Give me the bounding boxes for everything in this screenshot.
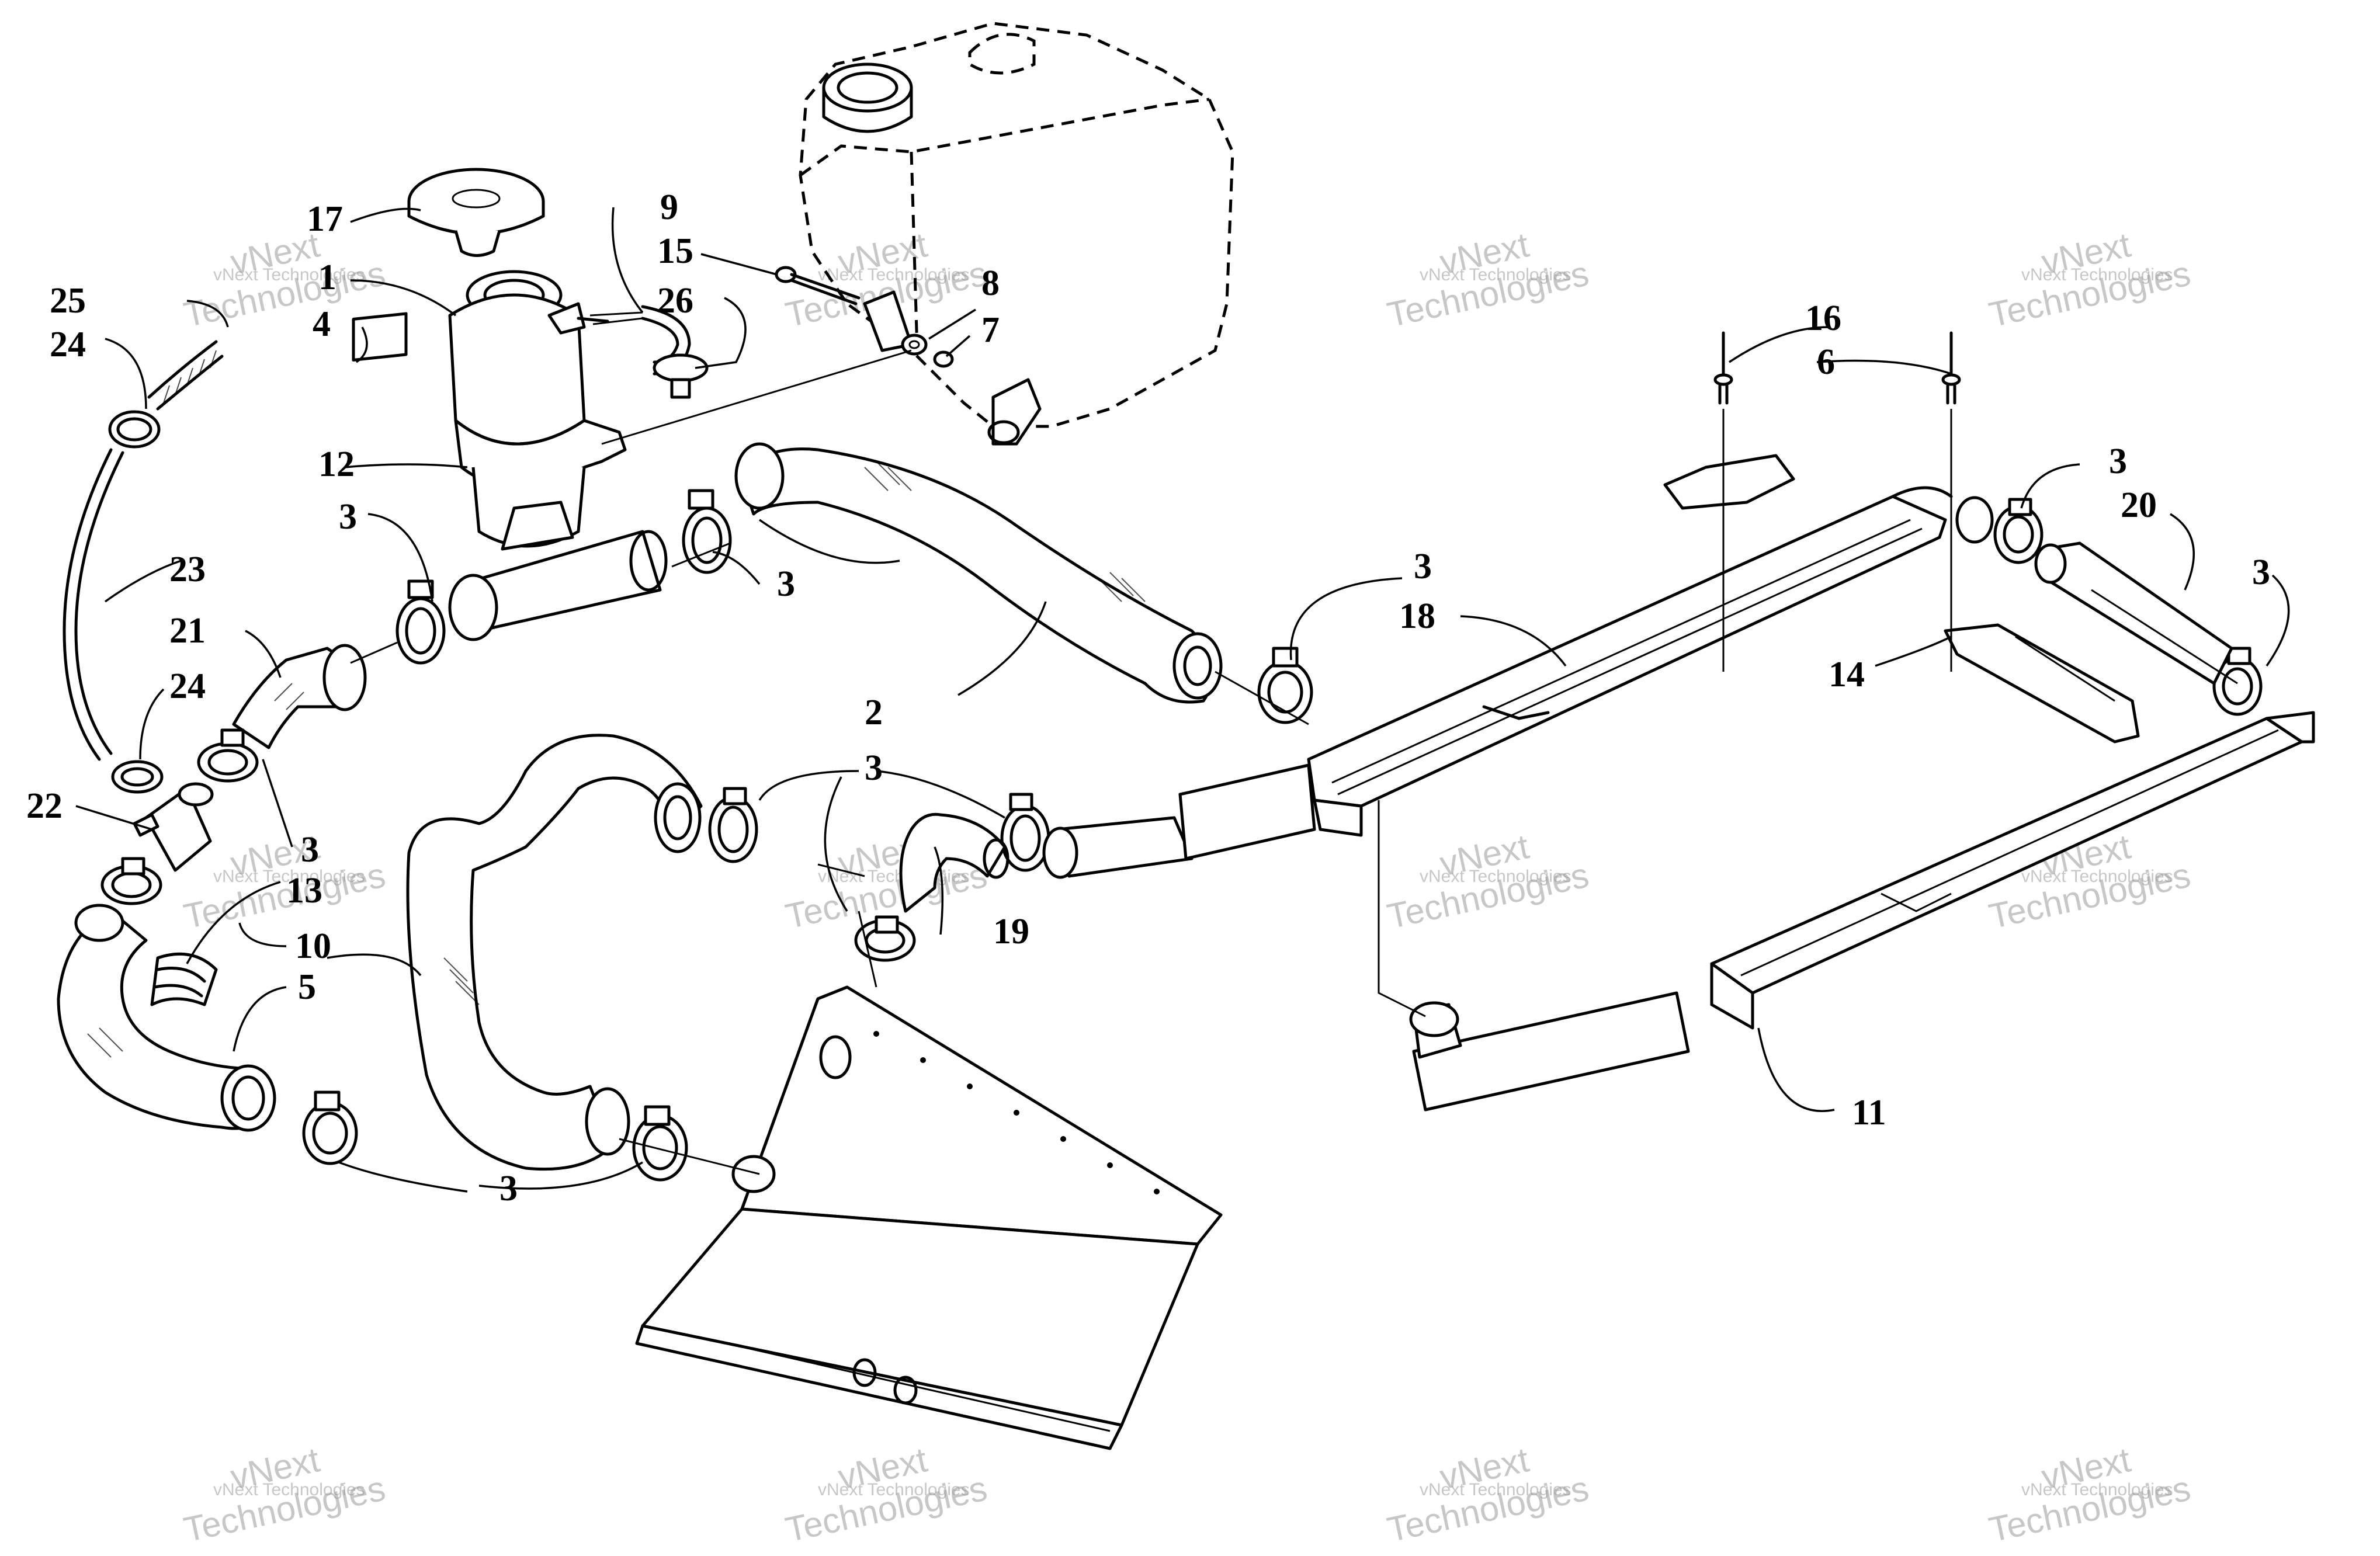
svg-text:vNext Technologies: vNext Technologies xyxy=(818,1480,970,1499)
callout-7: 7 xyxy=(981,310,1000,350)
rivet-6 xyxy=(1941,331,1961,405)
svg-text:vNext Technologies: vNext Technologies xyxy=(2021,867,2173,886)
crossover-channel xyxy=(1944,623,2140,744)
watermark: vNext Technologies vNext Technologies xyxy=(1986,1440,2194,1549)
hose-clamp-24-top xyxy=(108,410,161,449)
svg-text:vNext Technologies: vNext Technologies xyxy=(213,867,365,886)
hose-clamp-26 xyxy=(653,353,709,399)
front-heat-exchanger xyxy=(635,985,1223,1450)
callout-15: 15 xyxy=(657,231,693,271)
svg-text:vNext Technologies: vNext Technologies xyxy=(1420,867,1571,886)
callout-19: 19 xyxy=(993,912,1029,951)
callout-14: 14 xyxy=(1829,655,1865,694)
callout-9: 9 xyxy=(660,187,678,227)
callout-17: 17 xyxy=(307,199,343,239)
svg-text:vNext Technologies: vNext Technologies xyxy=(1420,1480,1571,1499)
watermark: vNext Technologies vNext Technologies xyxy=(1986,225,2194,334)
callout-10: 10 xyxy=(295,926,331,966)
heat-exchanger-18 xyxy=(1178,486,1953,860)
watermark: vNext Technologies vNext Technologies xyxy=(1384,225,1593,334)
tunnel-plate xyxy=(1663,454,1795,510)
callout-12: 12 xyxy=(318,444,355,484)
hose-clamp-3-upper xyxy=(395,579,446,665)
hose-19 xyxy=(899,812,1009,913)
callout-23: 23 xyxy=(169,550,206,589)
callout-26: 26 xyxy=(657,281,693,321)
callout-3-rear-right: 3 xyxy=(2252,553,2270,592)
watermark: vNext Technologies vNext Technologies xyxy=(181,826,389,936)
callout-3-hose10: 3 xyxy=(865,748,883,788)
radiator-cap xyxy=(407,168,545,257)
callout-25: 25 xyxy=(50,281,86,321)
callout-11: 11 xyxy=(1852,1093,1886,1133)
svg-text:vNext Technologies: vNext Technologies xyxy=(1420,265,1571,284)
hose-clamp-3-rear-top xyxy=(1993,498,2044,564)
elbow-hose xyxy=(232,644,367,749)
hose-clamp-3-left xyxy=(100,857,162,905)
svg-text:vNext Technologies: vNext Technologies xyxy=(213,265,365,284)
watermark: vNext Technologies vNext Technologies xyxy=(782,1440,991,1549)
svg-text:vNext Technologies: vNext Technologies xyxy=(213,1480,365,1499)
callout-5: 5 xyxy=(298,967,316,1007)
drain-hose xyxy=(63,448,124,761)
expansion-bottle xyxy=(448,270,627,548)
leader-lines xyxy=(75,207,2290,1193)
hose-clamp-3-rear-right xyxy=(2212,647,2263,716)
callout-4: 4 xyxy=(313,304,331,344)
callout-labels: 17 1 9 15 26 4 25 24 12 8 7 3 3 23 21 24… xyxy=(26,187,2270,1208)
hose-clamp-3-tee xyxy=(682,489,732,574)
hose-10 xyxy=(406,734,703,1171)
assembly-lines xyxy=(350,349,2238,1175)
hose-clamp-3-lower-left xyxy=(302,1090,358,1165)
watermark: vNext Technologies vNext Technologies xyxy=(181,1440,389,1549)
callout-22: 22 xyxy=(26,786,63,826)
callout-3-upper: 3 xyxy=(339,497,357,537)
hose-clamp-3-lower-center xyxy=(632,1105,688,1182)
callout-20: 20 xyxy=(2121,485,2157,525)
callout-8: 8 xyxy=(981,263,1000,303)
spring-clamp xyxy=(150,952,218,1006)
upper-hose xyxy=(734,442,1223,704)
heat-exchanger-11 xyxy=(1409,711,2315,1112)
tee-pipe xyxy=(448,501,668,641)
svg-text:vNext Technologies: vNext Technologies xyxy=(2021,265,2173,284)
svg-text:vNext Technologies: vNext Technologies xyxy=(818,265,970,284)
callout-1: 1 xyxy=(318,258,336,297)
callout-3-lower: 3 xyxy=(499,1169,518,1208)
callout-24-bottom: 24 xyxy=(169,666,206,706)
callout-3-tee: 3 xyxy=(777,564,795,604)
tee-fitting xyxy=(133,782,214,872)
svg-text:vNext Technologies: vNext Technologies xyxy=(2021,1480,2173,1499)
callout-3-left: 3 xyxy=(301,830,319,870)
connector-hose-20 xyxy=(1955,496,2233,685)
callout-13: 13 xyxy=(286,871,322,911)
decal xyxy=(352,312,408,362)
hose-5 xyxy=(57,904,276,1132)
callout-3-rear-top: 3 xyxy=(2109,442,2127,481)
breather-hose xyxy=(147,340,224,411)
callout-21: 21 xyxy=(169,611,206,651)
hose-clamp-24-bottom xyxy=(111,760,164,794)
coolant-tank xyxy=(799,22,1234,446)
hose-clamp-3-hose10 xyxy=(708,787,758,863)
callout-18: 18 xyxy=(1399,596,1435,636)
callout-2: 2 xyxy=(865,693,883,732)
rivet-16 xyxy=(1713,331,1733,405)
washer xyxy=(901,334,928,356)
watermark: vNext Technologies vNext Technologies xyxy=(1384,1440,1593,1549)
watermark: vNext Technologies vNext Technologies xyxy=(1384,826,1593,936)
hose-clamp-3-elbow xyxy=(197,728,259,783)
callout-6: 6 xyxy=(1817,342,1835,382)
hose-clamp-3-hose2 xyxy=(1257,647,1313,724)
callout-16: 16 xyxy=(1805,298,1841,338)
callout-3-hose2: 3 xyxy=(1414,547,1432,586)
callout-24-top: 24 xyxy=(50,325,86,364)
connector-hose xyxy=(1042,816,1194,879)
